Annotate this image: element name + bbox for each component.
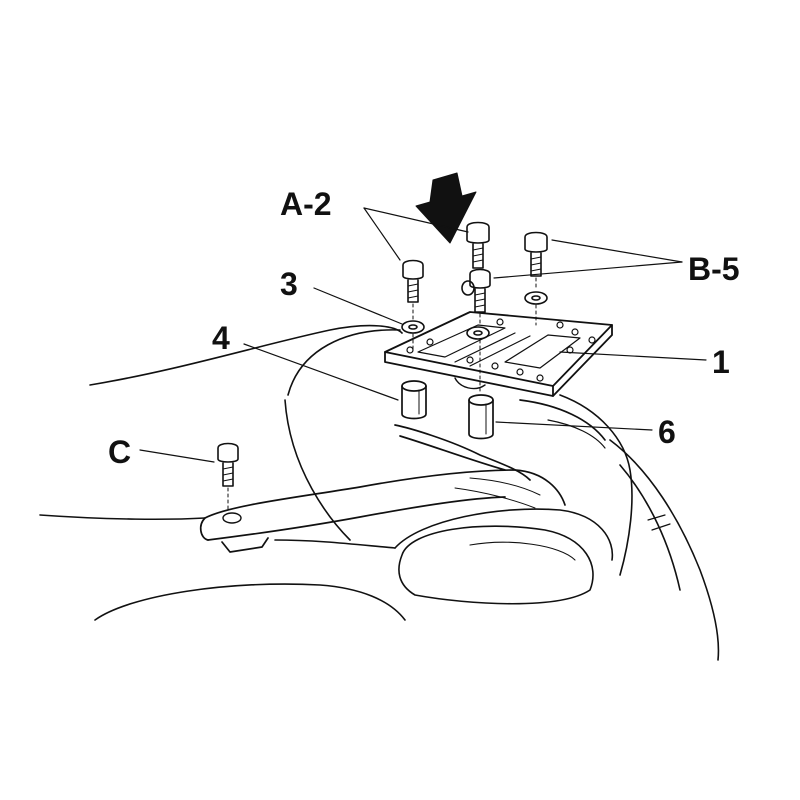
bolt-a <box>402 259 424 351</box>
plate-hole <box>516 368 524 376</box>
plate-hole <box>536 374 544 382</box>
washer-right-hole <box>531 295 541 301</box>
bolt-a-head <box>402 259 424 280</box>
mounting-plate-top <box>384 311 613 387</box>
washer-center-hole <box>473 330 483 336</box>
bolt-mid-center-head <box>469 268 491 289</box>
plate-hole <box>406 346 414 354</box>
bolt-c <box>217 442 239 511</box>
leader-3-to-washer <box>313 287 403 325</box>
grab-rail-foot <box>221 537 269 553</box>
leader-c-to-bolt <box>139 449 215 463</box>
washer-center-upper <box>461 280 475 296</box>
mounting-plate <box>384 311 613 397</box>
leader-a2-to-center <box>363 207 469 233</box>
washer-center <box>466 326 490 340</box>
label-c: C <box>108 434 132 470</box>
bolt-right-head <box>524 231 548 253</box>
leader-6-to-spacer <box>495 421 653 431</box>
spacer-6-body <box>468 399 494 440</box>
bolt-mid-center <box>469 268 491 393</box>
bolt-mid-center-thread <box>474 292 486 308</box>
spacer-4 <box>401 380 427 420</box>
body-upper-curve <box>89 324 403 386</box>
label-1: 1 <box>712 344 730 380</box>
tail-light-inner <box>469 541 576 561</box>
mounting-plate-tab <box>454 377 486 390</box>
bolt-top-center <box>466 221 490 269</box>
washer-right <box>524 291 548 305</box>
label-3: 3 <box>280 266 298 302</box>
bolt-top-center-head <box>466 221 490 244</box>
motorcycle-body <box>39 324 720 661</box>
grab-rail-end-left <box>199 517 209 541</box>
plate-hole <box>491 362 499 370</box>
spacer-4-top <box>401 380 427 392</box>
plate-hole <box>426 338 434 346</box>
down-arrow-shape <box>415 172 477 244</box>
tail-section-right <box>559 394 633 576</box>
bolt-a-thread <box>407 283 419 299</box>
leader-1-to-plate <box>559 351 707 361</box>
seat-cowl-outline <box>284 399 351 541</box>
washer-3-hole <box>408 324 418 330</box>
leader-4-to-spacer <box>243 343 399 401</box>
leader-lines <box>139 207 707 463</box>
mounting-plate-front-edge <box>384 351 554 397</box>
label-b-5: B-5 <box>688 251 740 287</box>
body-detail-mark <box>647 514 671 531</box>
plate-hole <box>496 318 504 326</box>
down-arrow-icon <box>415 172 477 244</box>
mounting-plate-channel <box>454 332 531 367</box>
plate-hole <box>466 356 474 364</box>
bolt-top-center-thread <box>472 247 484 263</box>
bolt-a-shank <box>407 279 419 303</box>
body-right-edge <box>609 439 720 661</box>
rear-panel-lower <box>274 539 396 549</box>
mounting-plate-slot-right <box>504 334 581 369</box>
body-lower-left <box>39 514 206 521</box>
grab-rail <box>199 399 606 553</box>
leader-b5-to-center-bolt <box>493 261 683 279</box>
spacer-6-top <box>468 394 494 406</box>
grab-rail-inner <box>207 496 506 541</box>
rear-panel-curve <box>394 508 614 561</box>
plate-hole <box>571 328 579 336</box>
washer-3 <box>401 320 425 334</box>
label-a-2: A-2 <box>280 186 332 222</box>
grab-rail-shading-1 <box>469 477 541 496</box>
grab-rail-shading-2 <box>454 487 536 509</box>
spacer-6 <box>468 394 494 440</box>
tail-light-outline <box>398 525 594 605</box>
rear-fender-lower <box>94 583 406 621</box>
bolt-right-thread <box>530 256 542 272</box>
grab-rail-rear-loop-inner <box>547 419 606 449</box>
bolt-c-head <box>217 442 239 463</box>
mounting-plate-right-edge <box>552 324 613 397</box>
grab-rail-upper-right <box>399 435 506 471</box>
label-6: 6 <box>658 414 676 450</box>
label-4: 4 <box>212 320 230 356</box>
bolt-c-thread <box>222 466 234 482</box>
grab-rail-outer <box>204 469 566 519</box>
leader-b5-to-right-bolt <box>551 239 683 263</box>
plate-hole <box>556 321 564 329</box>
body-right-edge-inner <box>619 464 681 591</box>
plate-hole <box>588 336 596 344</box>
spacer-4-body <box>401 385 427 420</box>
mounting-plate-slot-left <box>417 324 506 358</box>
bolt-right <box>524 231 548 326</box>
tail-hump <box>287 329 401 396</box>
leader-a2-to-bolt-a <box>363 207 401 261</box>
grab-rail-mount-hole <box>222 512 242 524</box>
grab-rail-rear-loop <box>519 399 606 441</box>
grab-rail-upper-left <box>394 424 531 481</box>
